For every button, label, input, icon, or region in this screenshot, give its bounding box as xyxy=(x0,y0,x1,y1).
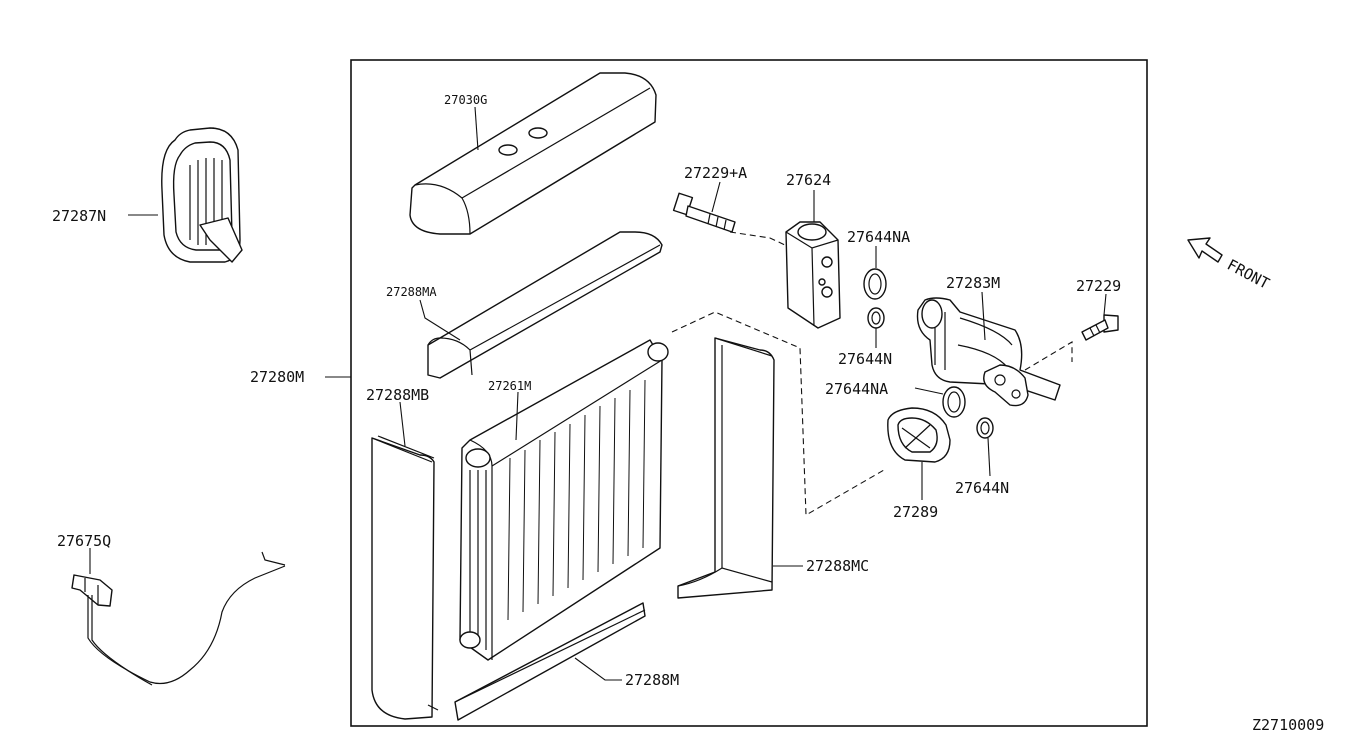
part-27030G-top-cover xyxy=(409,72,657,235)
part-27288MB-side-cover xyxy=(371,435,439,720)
part-27624-expansion-valve xyxy=(785,221,841,329)
label-27289: 27289 xyxy=(893,503,938,521)
label-27644N-low: 27644N xyxy=(955,479,1009,497)
label-27675Q: 27675Q xyxy=(57,532,111,550)
part-27287N-grommet xyxy=(161,127,243,263)
part-27288MC-side-cover xyxy=(677,337,775,599)
label-27288MC: 27288MC xyxy=(806,557,869,575)
part-27229A-bolt xyxy=(672,192,736,233)
label-27624: 27624 xyxy=(786,171,831,189)
part-27229-bolt xyxy=(1081,314,1119,341)
part-27644NA-oring-mid xyxy=(942,386,966,418)
part-27288MA-cover xyxy=(427,231,663,379)
label-27283M: 27283M xyxy=(946,274,1000,292)
label-27229A: 27229+A xyxy=(684,164,747,182)
label-27288MB: 27288MB xyxy=(366,386,429,404)
part-27288M-seal-strip xyxy=(454,602,646,721)
label-27644N-top: 27644N xyxy=(838,350,892,368)
part-27644N-oring-low xyxy=(976,417,994,439)
label-27261M: 27261M xyxy=(488,379,531,393)
assembly-frame xyxy=(350,59,1148,727)
label-27287N: 27287N xyxy=(52,207,106,225)
label-27644NA-top: 27644NA xyxy=(847,228,910,246)
label-27288M: 27288M xyxy=(625,671,679,689)
front-direction-arrow-icon xyxy=(1187,237,1223,263)
part-27644N-oring-top xyxy=(867,307,885,329)
part-27644NA-oring-top xyxy=(863,268,887,300)
drawing-code: Z2710009 xyxy=(1252,716,1324,734)
front-label: FRONT xyxy=(1224,256,1272,293)
part-27261M-evaporator-core xyxy=(459,339,669,661)
part-27675Q-thermo-sensor xyxy=(71,551,286,686)
label-27229: 27229 xyxy=(1076,277,1121,295)
label-27644NA-mid: 27644NA xyxy=(825,380,888,398)
label-27288MA: 27288MA xyxy=(386,285,437,299)
part-27283M-pipe xyxy=(916,297,1061,407)
label-27030G: 27030G xyxy=(444,93,487,107)
part-27289-gasket xyxy=(887,407,951,463)
label-27280M: 27280M xyxy=(250,368,304,386)
